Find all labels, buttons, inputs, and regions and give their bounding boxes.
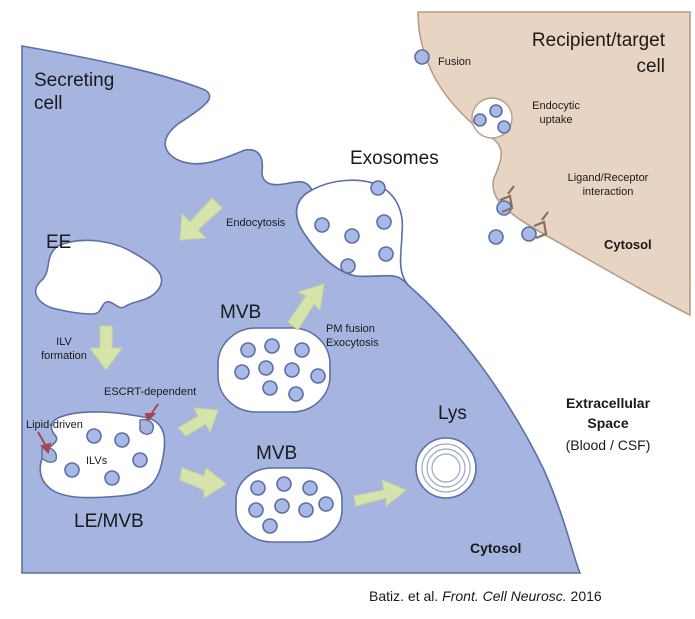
endocytosis-label: Endocytosis bbox=[226, 217, 286, 229]
ee-label: EE bbox=[46, 232, 71, 253]
escrt-bud bbox=[139, 418, 154, 435]
endocytic-uptake-label-line2: uptake bbox=[539, 114, 572, 126]
mvb-top-vesicles bbox=[234, 338, 326, 402]
lipid-driven-label: Lipid-driven bbox=[26, 419, 83, 431]
budding-arrows bbox=[37, 403, 159, 454]
le-mvb-vesicles bbox=[64, 428, 148, 486]
secreting-cell-label: Secreting bbox=[34, 70, 114, 91]
ilv-formation-label: ILV bbox=[56, 336, 72, 348]
mvb-top-label: MVB bbox=[220, 302, 261, 323]
ilvs-label: ILVs bbox=[86, 455, 108, 467]
extracellular-label: Extracellular bbox=[566, 395, 651, 411]
exosome-vesicles bbox=[314, 180, 394, 274]
pathway-arrows bbox=[89, 197, 407, 508]
ligand-receptor-label: Ligand/Receptor bbox=[568, 172, 649, 184]
recipient-cell bbox=[417, 11, 691, 317]
citation-year: 2016 bbox=[570, 588, 602, 604]
blood-csf-label: (Blood / CSF) bbox=[566, 437, 651, 453]
citation-authors: Batiz. et al. bbox=[369, 588, 439, 604]
citation-journal: Front. Cell Neurosc. bbox=[442, 588, 567, 604]
exosomes-label: Exosomes bbox=[350, 148, 439, 169]
recipient-cell-label-line2: cell bbox=[636, 56, 665, 77]
lysosome bbox=[415, 437, 477, 499]
recipient-cell-label: Recipient/target bbox=[532, 30, 666, 51]
fusion-label: Fusion bbox=[438, 56, 471, 68]
secreting-cell-label-line2: cell bbox=[34, 93, 63, 114]
mvb-bottom-label: MVB bbox=[256, 443, 297, 464]
endocytic-uptake-label: Endocytic bbox=[532, 100, 580, 112]
early-endosome bbox=[34, 239, 163, 315]
recipient-cytosol-label: Cytosol bbox=[604, 237, 652, 252]
pm-fusion-label: PM fusion bbox=[326, 323, 375, 335]
receptors bbox=[499, 185, 549, 240]
escrt-label: ESCRT-dependent bbox=[104, 386, 196, 398]
mvb-bottom-vesicles bbox=[248, 476, 334, 534]
citation: Batiz. et al. Front. Cell Neurosc. 2016 bbox=[369, 588, 602, 604]
secreting-cytosol-label: Cytosol bbox=[470, 540, 521, 556]
lipid-bud bbox=[41, 446, 58, 463]
le-mvb-label: LE/MVB bbox=[74, 511, 144, 532]
exocytosis-label: Exocytosis bbox=[326, 337, 379, 349]
ilv-formation-label-line2: formation bbox=[41, 350, 87, 362]
lys-label: Lys bbox=[438, 403, 467, 424]
space-label: Space bbox=[587, 415, 628, 431]
ligand-receptor-label-line2: interaction bbox=[583, 186, 634, 198]
